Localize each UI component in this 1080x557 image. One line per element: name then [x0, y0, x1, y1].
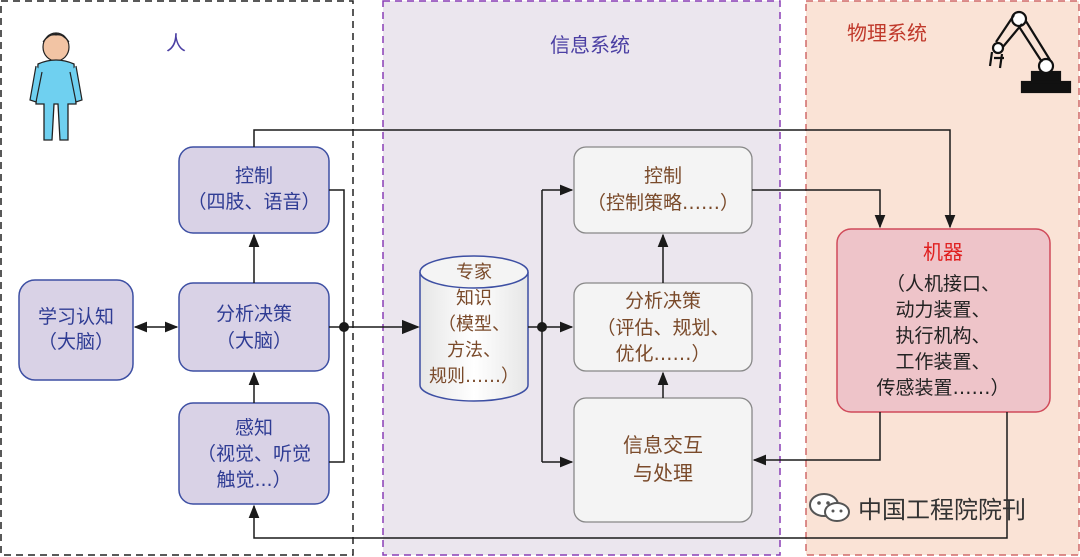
watermark: 中国工程院院刊 [808, 490, 1026, 525]
machine-to-interaction-arrow [752, 412, 881, 466]
human-decision-title: 分析决策 [216, 303, 292, 325]
machine-detail-3: 执行机构、 [895, 325, 990, 347]
info-interaction-detail: 与处理 [633, 461, 693, 485]
human-control-to-machine-arrow [253, 129, 956, 229]
info-control-box: 控制 （控制策略……） [573, 146, 753, 234]
machine-detail-1: （人机接口、 [886, 273, 1000, 295]
human-perception-box: 感知 （视觉、听觉 触觉...） [178, 402, 330, 505]
info-decision-title: 分析决策 [625, 290, 701, 312]
knowledge-line-2: 知识 [456, 288, 492, 309]
person-icon [29, 32, 83, 141]
physical-system-title: 物理系统 [847, 21, 927, 45]
human-perception-detail-1: （视觉、听觉 [197, 443, 311, 465]
info-interaction-box: 信息交互 与处理 [573, 397, 753, 523]
info-interaction-title: 信息交互 [623, 433, 703, 457]
learn-detail: （大脑） [38, 331, 114, 353]
human-control-title: 控制 [235, 165, 273, 187]
machine-detail-2: 动力装置、 [895, 299, 990, 321]
info-control-to-machine-arrow [752, 189, 886, 229]
human-decision-detail: （大脑） [216, 330, 292, 352]
info-decision-detail-2: 优化……） [615, 343, 710, 365]
knowledge-line-3: （模型、 [438, 314, 510, 335]
info-control-title: 控制 [644, 165, 682, 187]
expert-knowledge-cylinder: 专家 知识 （模型、 方法、 规则……） [419, 255, 529, 402]
machine-detail-4: 工作装置、 [895, 351, 990, 373]
human-region-title: 人 [166, 31, 186, 55]
human-perception-detail-2: 触觉...） [216, 469, 291, 491]
info-system-title: 信息系统 [550, 33, 630, 57]
machine-detail-5: 传感装置……） [876, 377, 1009, 399]
info-decision-box: 分析决策 （评估、规划、 优化……） [573, 282, 753, 372]
learn-title: 学习认知 [38, 306, 114, 328]
machine-title: 机器 [923, 240, 963, 264]
wechat-icon [809, 492, 850, 522]
knowledge-line-1: 专家 [456, 262, 492, 283]
machine-to-perception-arrow [248, 412, 1008, 539]
human-perception-title: 感知 [235, 417, 273, 439]
human-decision-box: 分析决策 （大脑） [178, 282, 330, 372]
human-junction-dot [339, 322, 349, 332]
info-junction-dot [537, 322, 547, 332]
human-control-detail: （四肢、语音） [187, 191, 320, 213]
watermark-text: 中国工程院院刊 [858, 496, 1026, 524]
knowledge-line-4: 方法、 [447, 340, 501, 361]
info-decision-detail-1: （评估、规划、 [596, 317, 729, 339]
info-control-detail: （控制策略……） [587, 192, 739, 214]
robot-arm-icon [988, 10, 1072, 94]
learn-cognition-box: 学习认知 （大脑） [18, 279, 134, 381]
human-control-box: 控制 （四肢、语音） [178, 146, 330, 234]
machine-box: 机器 （人机接口、 动力装置、 执行机构、 工作装置、 传感装置……） [836, 228, 1051, 413]
knowledge-line-5: 规则……） [429, 366, 519, 387]
